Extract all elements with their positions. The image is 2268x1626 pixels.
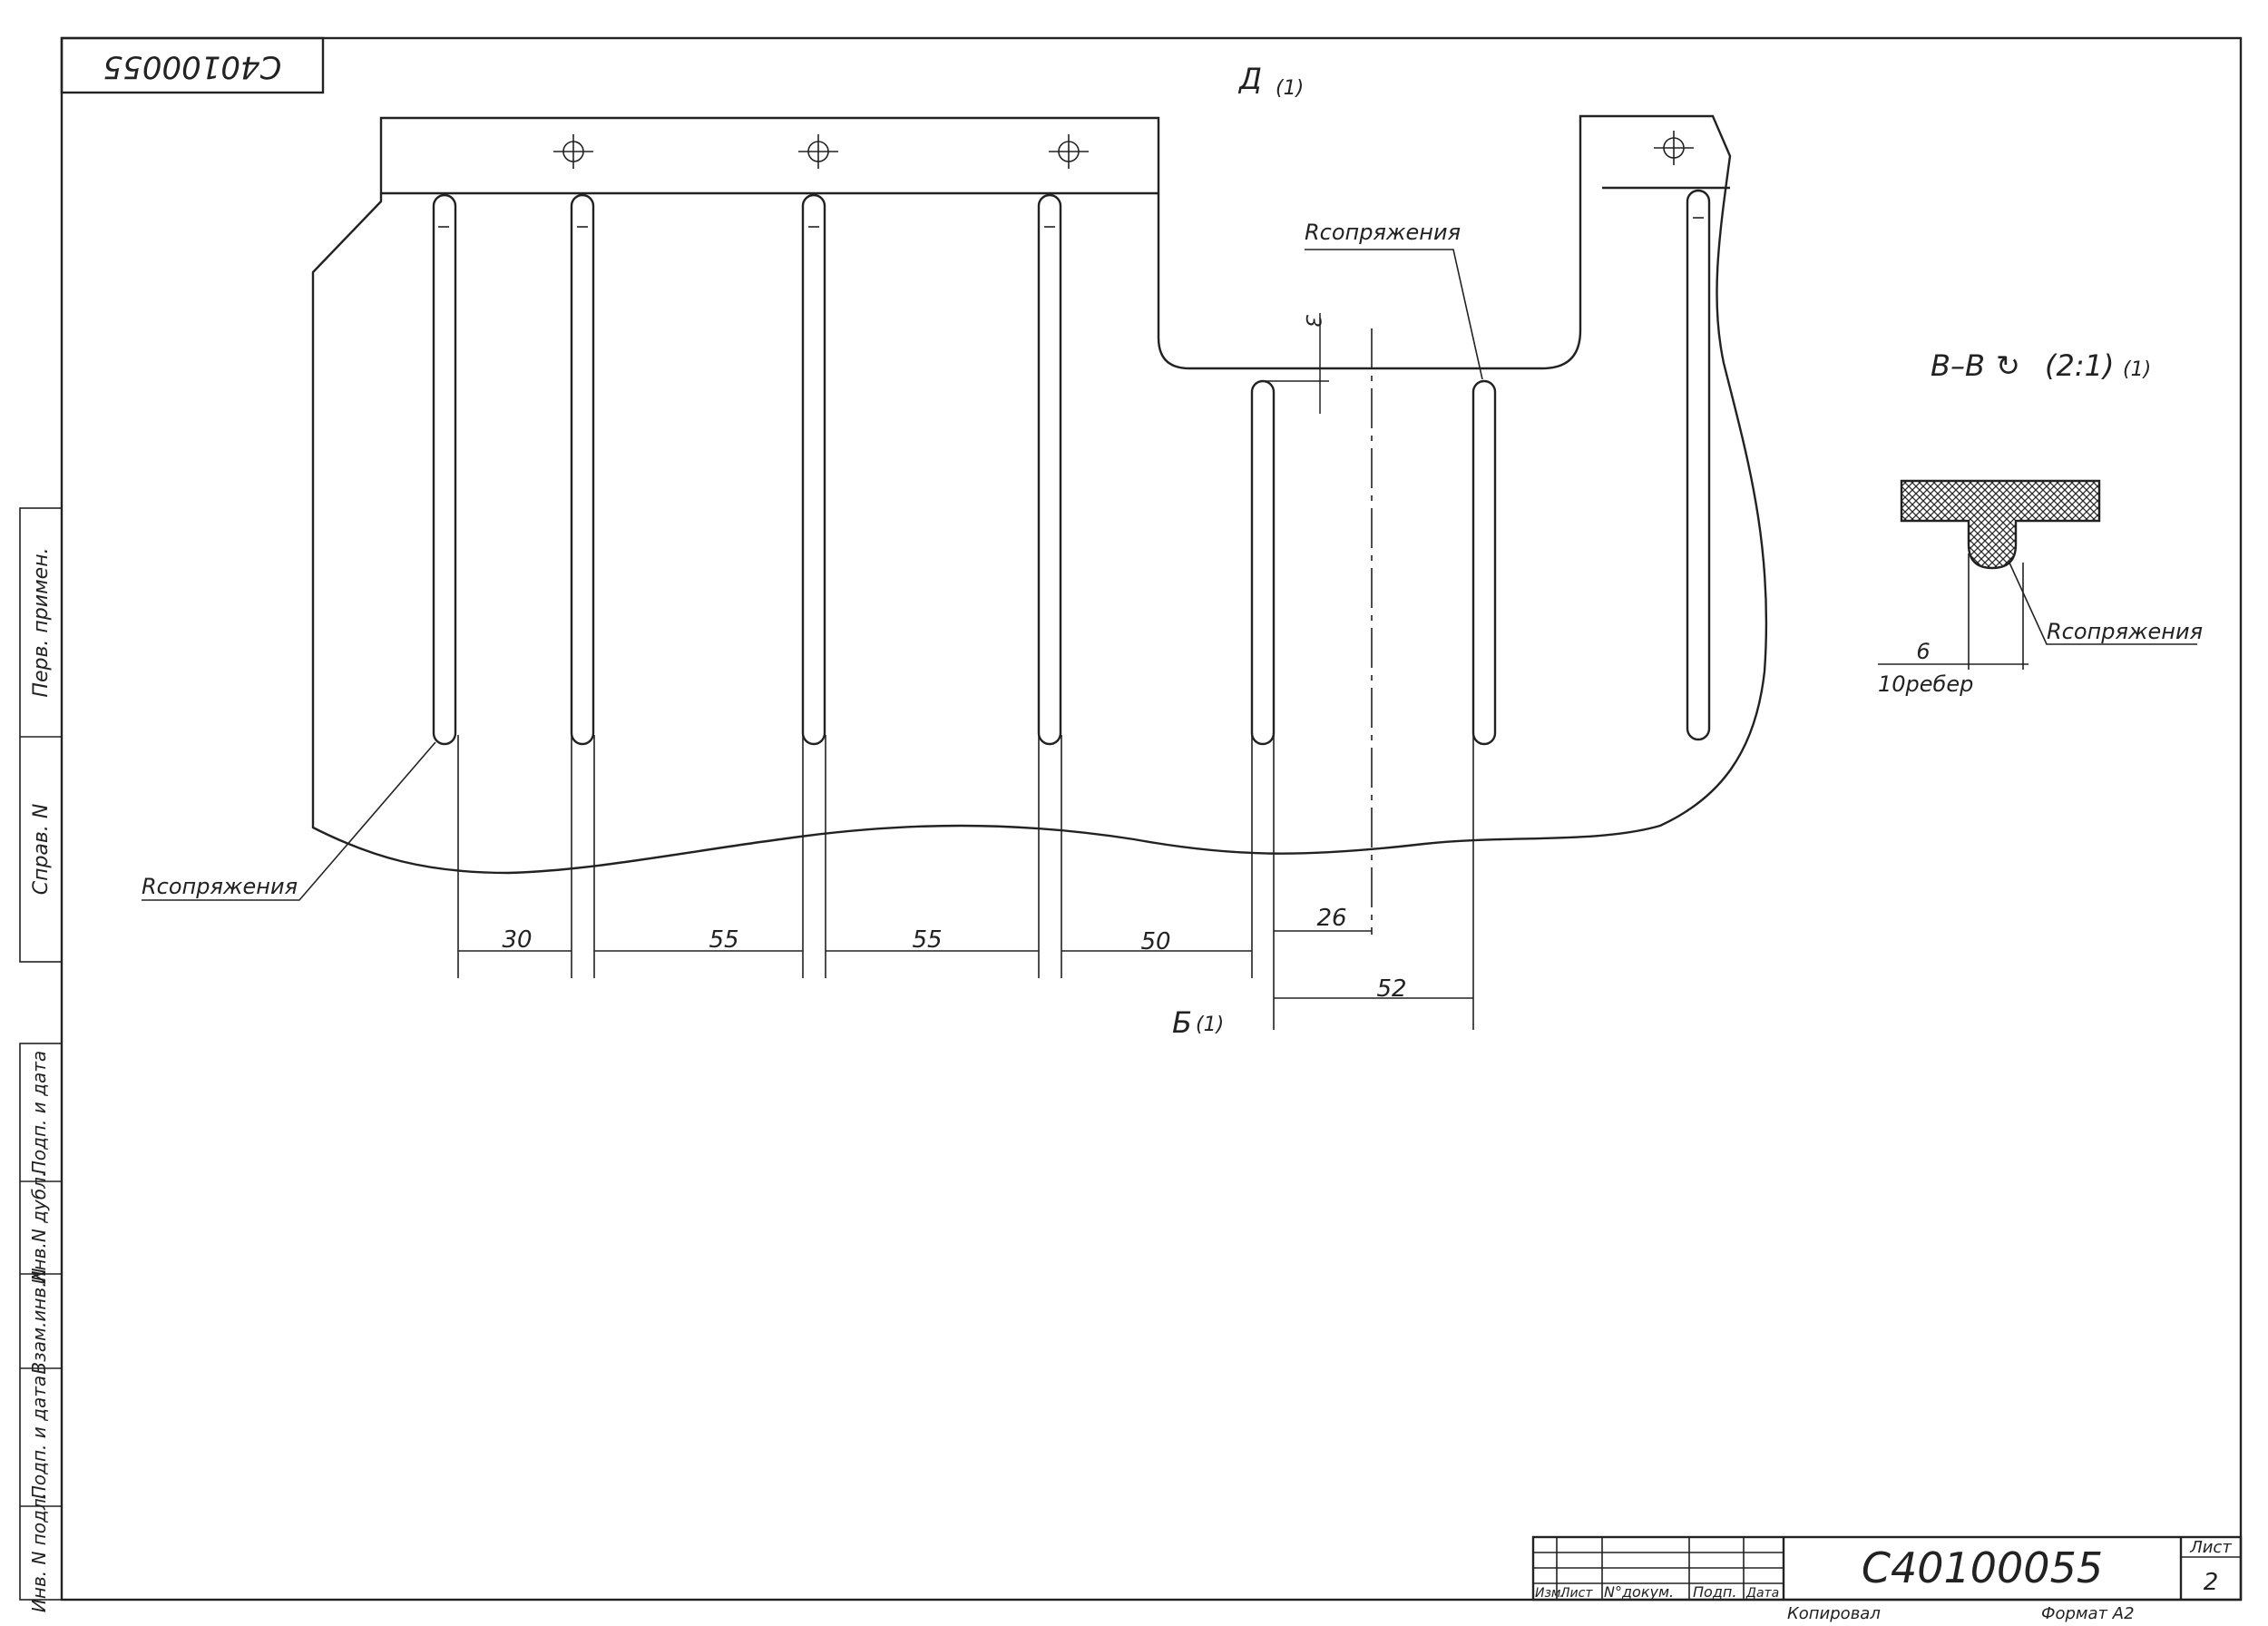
mounting-hole-3	[1049, 134, 1089, 169]
fillet-leader-top: Rсопряжения	[1305, 220, 1483, 380]
fillet-label-top: Rсопряжения	[1305, 220, 1461, 245]
strip-label-sprav-n: Справ. N	[30, 804, 53, 896]
dimension-3: 3	[1263, 313, 1329, 414]
section-scale: (2:1)	[2045, 348, 2114, 383]
strip-upper	[19, 507, 63, 963]
mounting-holes	[553, 131, 1694, 169]
mounting-hole-1	[553, 134, 593, 169]
dim-55-a: 55	[709, 926, 738, 954]
inner-frame	[60, 36, 2243, 1602]
dim-3-value: 3	[1301, 315, 1324, 328]
dim-26: 26	[1316, 905, 1346, 932]
rib-7	[1686, 189, 1711, 741]
strip-label-inv-podl: Инв. N подл.	[28, 1493, 50, 1612]
strip-lower	[19, 1043, 63, 1601]
col-list: Лист	[1559, 1586, 1593, 1601]
section-fillet-leader	[2008, 560, 2197, 645]
fillet-label-left: Rсопряжения	[142, 874, 298, 899]
part-outline	[311, 114, 1768, 875]
strip-label-podp-data-2: Подп. и дата	[28, 1376, 50, 1499]
part-contour	[311, 114, 1768, 875]
dim-50: 50	[1140, 928, 1170, 955]
col-podp: Подп.	[1693, 1583, 1736, 1601]
left-strip: Перв. примен. Справ. N Подп. и дата Инв.…	[19, 507, 63, 1612]
sheet-frame: С40100055	[60, 36, 2243, 1602]
format-label: Формат А2	[2041, 1604, 2135, 1623]
mounting-hole-2	[798, 134, 838, 169]
section-v-v: В–В ↻ (2:1) (1) 6 10ребер Rсопряжения	[1878, 348, 2203, 697]
rotated-code: С40100055	[103, 49, 282, 85]
strip-label-perv-primen: Перв. примен.	[30, 547, 53, 697]
rib-2	[570, 193, 595, 746]
bottom-dimensions: 30 55 55 50 26 52	[457, 735, 1474, 1030]
sheet-label: Лист	[2189, 1538, 2232, 1557]
fillet-leader-left: Rсопряжения	[142, 741, 436, 901]
dim-55-b: 55	[912, 926, 942, 954]
rib-4	[1037, 193, 1062, 746]
section-title: В–В	[1931, 348, 1985, 383]
dim-52: 52	[1376, 975, 1406, 1003]
rib-3	[801, 193, 826, 746]
title-block: Изм. Лист N°докум. Подп. Дата С40100055 …	[1531, 1535, 2243, 1623]
col-izm: Изм.	[1535, 1586, 1565, 1601]
section-ribs-label: 10ребер	[1878, 671, 1973, 697]
ribs	[432, 189, 1711, 746]
view-d-label: Д	[1237, 62, 1262, 96]
strip-label-vzam-inv: Взам.инв.N	[28, 1268, 50, 1374]
mounting-hole-4	[1654, 131, 1694, 165]
rotated-code-box	[60, 36, 325, 94]
col-doc: N°докум.	[1604, 1583, 1674, 1601]
rib-1	[432, 193, 457, 746]
rib-5	[1250, 379, 1276, 746]
strip-label-podp-data-1: Подп. и дата	[28, 1051, 50, 1174]
rib-6	[1471, 379, 1497, 746]
view-b-note: (1)	[1196, 1014, 1224, 1036]
section-profile	[1900, 479, 2101, 570]
col-data: Дата	[1745, 1586, 1779, 1601]
view-b-label: Б	[1172, 1005, 1192, 1040]
section-rotation-icon: ↻	[1996, 348, 2020, 383]
section-dim-6: 6	[1916, 639, 1930, 664]
view-d-note: (1)	[1276, 77, 1304, 100]
dim-30: 30	[502, 926, 532, 954]
document-code: С40100055	[1862, 1543, 2103, 1592]
strip-label-inv-dubl: Инв.N дубл.	[28, 1171, 50, 1285]
sheet-number: 2	[2204, 1569, 2219, 1596]
section-note: (1)	[2123, 358, 2151, 381]
copied-label: Копировал	[1787, 1604, 1881, 1623]
section-fillet-label: Rсопряжения	[2047, 619, 2203, 644]
